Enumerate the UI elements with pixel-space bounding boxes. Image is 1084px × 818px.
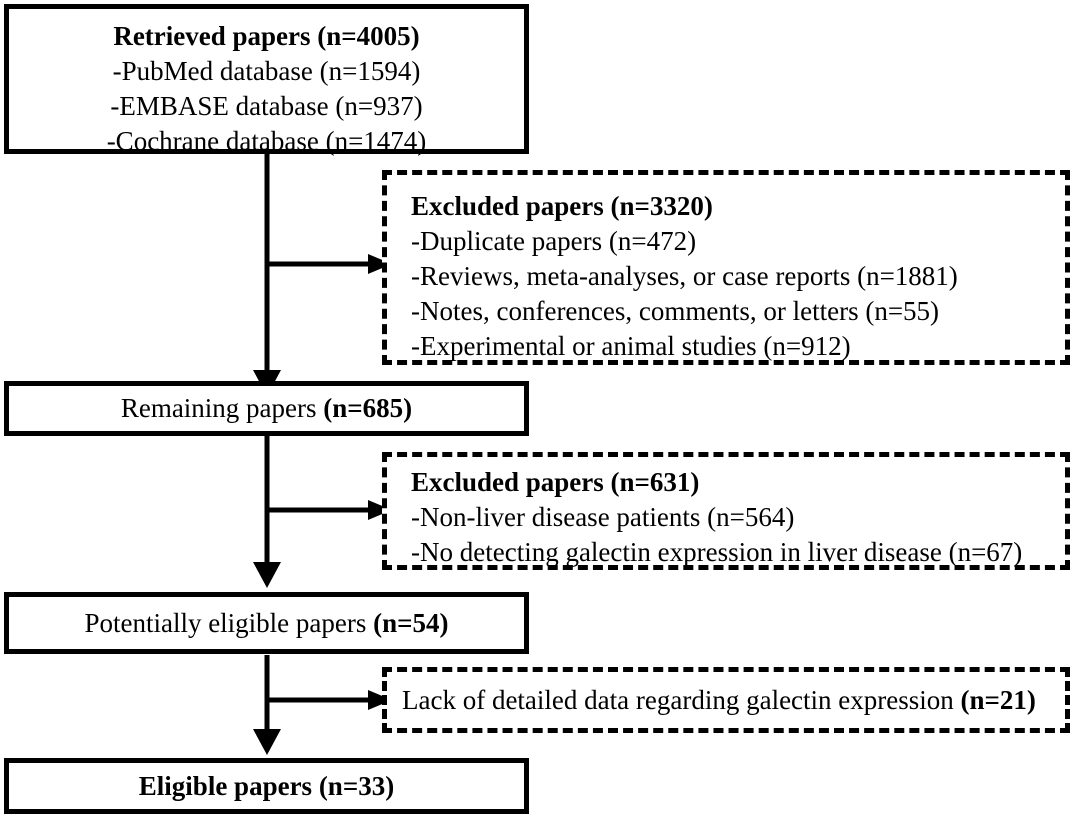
excluded-2-no-detecting: -No detecting galectin expression in liv…	[411, 537, 1023, 567]
excluded-papers-box-1: Excluded papers (n=3320) -Duplicate pape…	[382, 170, 1070, 365]
arrowhead-excluded-3	[368, 690, 392, 710]
remaining-count: (n=685)	[323, 393, 413, 423]
excluded-1-title: Excluded papers (n=3320)	[411, 191, 713, 221]
retrieved-embase: -EMBASE database (n=937)	[110, 91, 423, 121]
retrieved-pubmed: -PubMed database (n=1594)	[112, 56, 421, 86]
excluded-2-non-liver: -Non-liver disease patients (n=564)	[411, 502, 795, 532]
potential-label: Potentially eligible papers	[84, 607, 374, 638]
potential-count: (n=54)	[373, 607, 449, 638]
retrieved-papers-box: Retrieved papers (n=4005) -PubMed databa…	[4, 4, 529, 156]
arrowhead-excluded-2	[368, 500, 392, 520]
excluded-papers-box-2: Excluded papers (n=631) -Non-liver disea…	[382, 452, 1070, 570]
excluded-1-reviews: -Reviews, meta-analyses, or case reports…	[411, 261, 958, 291]
eligible-label: Eligible papers (n=33)	[138, 770, 395, 801]
arrowhead-excluded-1	[368, 254, 392, 274]
excluded-3-count: (n=21)	[960, 684, 1036, 715]
potentially-eligible-box: Potentially eligible papers (n=54)	[4, 592, 529, 654]
arrowhead-eligible	[253, 729, 281, 755]
arrowhead-potential	[253, 562, 281, 588]
eligible-papers-box: Eligible papers (n=33)	[4, 758, 529, 814]
excluded-1-notes: -Notes, conferences, comments, or letter…	[411, 296, 940, 326]
excluded-1-duplicates: -Duplicate papers (n=472)	[411, 226, 697, 256]
excluded-2-title: Excluded papers (n=631)	[411, 467, 700, 497]
excluded-papers-box-3: Lack of detailed data regarding galectin…	[382, 667, 1070, 733]
remaining-label: Remaining papers	[120, 393, 324, 423]
remaining-papers-box: Remaining papers (n=685)	[4, 381, 529, 436]
excluded-3-label: Lack of detailed data regarding galectin…	[402, 684, 961, 715]
excluded-1-experimental: -Experimental or animal studies (n=912)	[411, 331, 851, 361]
retrieved-title: Retrieved papers (n=4005)	[113, 21, 420, 51]
retrieved-cochrane: -Cochrane database (n=1474)	[106, 126, 427, 156]
